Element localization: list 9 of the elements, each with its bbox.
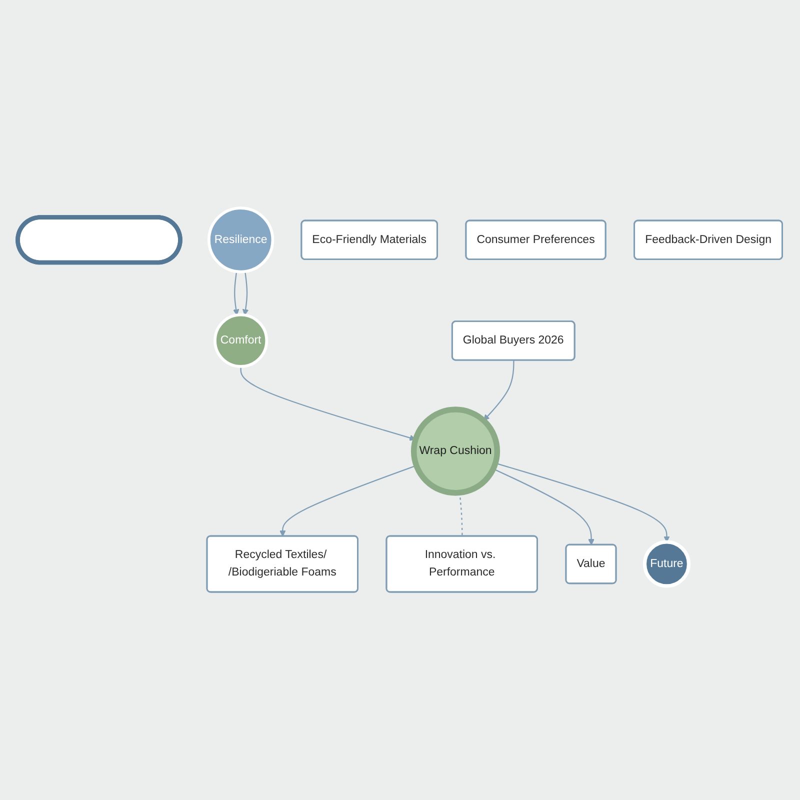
arrow <box>232 271 240 316</box>
node-circle: Resilience <box>208 206 274 274</box>
node-circle: Comfort <box>214 313 268 368</box>
arrow <box>493 468 594 546</box>
node-circle: Wrap Cushion <box>410 406 500 496</box>
arrow <box>242 271 249 316</box>
node-circle: Future <box>642 540 690 588</box>
arrow <box>483 360 514 421</box>
arrow <box>240 366 416 441</box>
